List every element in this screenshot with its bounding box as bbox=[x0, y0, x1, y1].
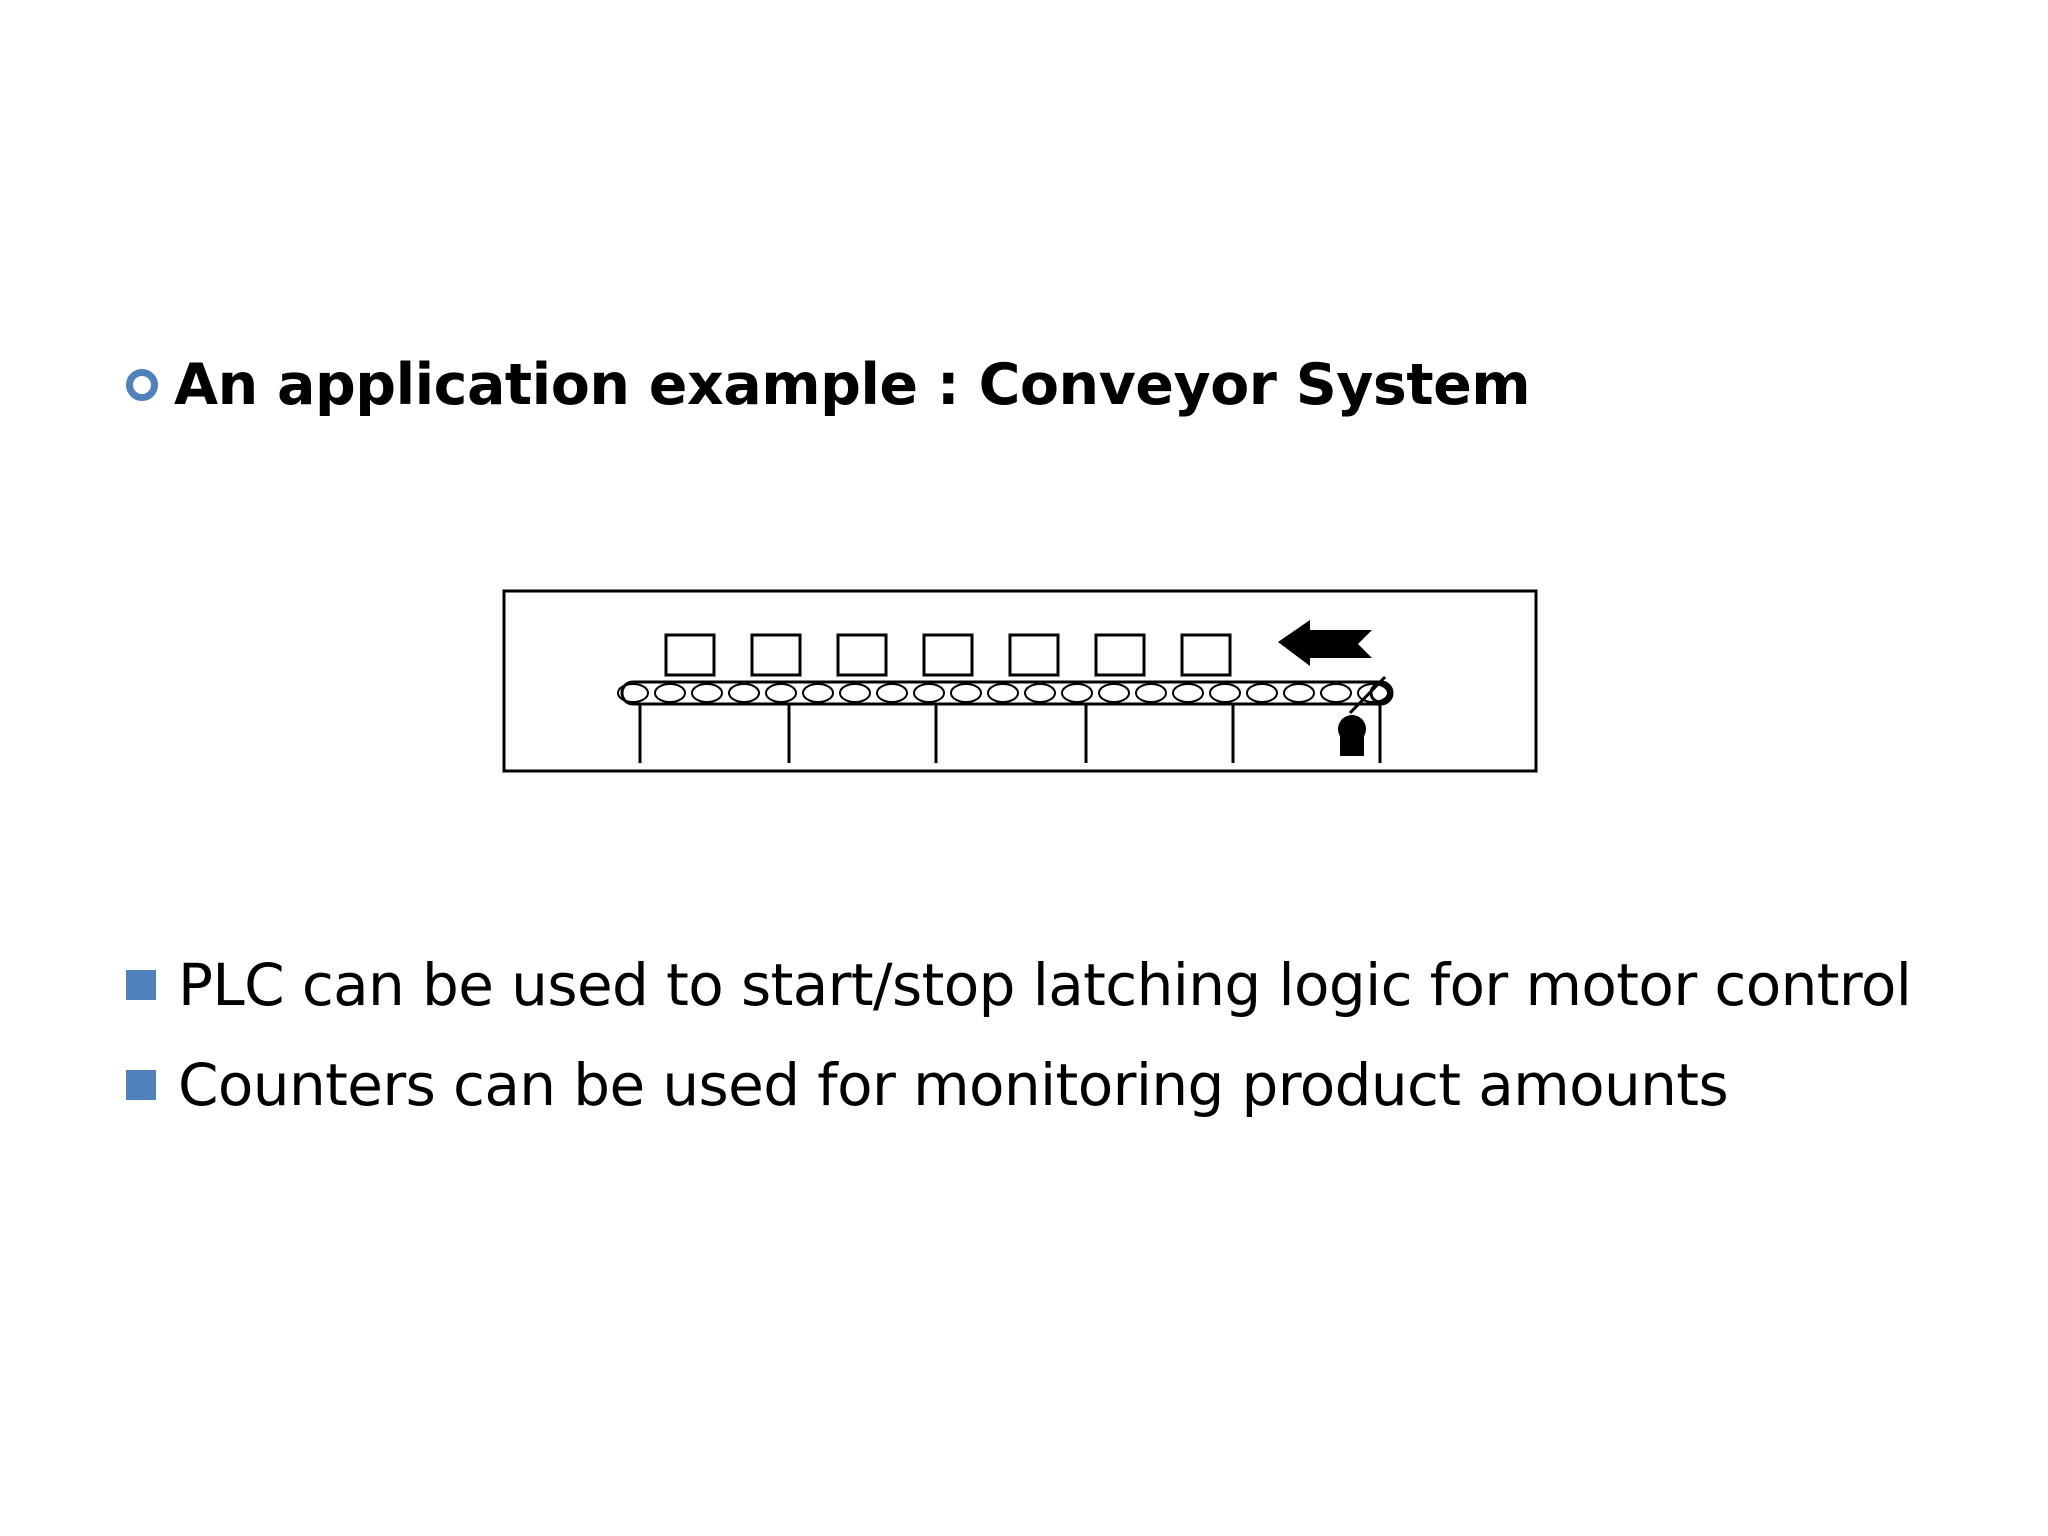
bullet-text: Counters can be used for monitoring prod… bbox=[178, 1051, 1729, 1119]
product-box bbox=[1094, 633, 1146, 677]
product-box bbox=[1008, 633, 1060, 677]
belt-roller bbox=[728, 683, 760, 703]
belt-roller bbox=[1135, 683, 1167, 703]
belt-roller bbox=[1061, 683, 1093, 703]
belt-roller bbox=[950, 683, 982, 703]
belt-roller bbox=[987, 683, 1019, 703]
conveyor-belt bbox=[617, 680, 1394, 706]
belt-roller bbox=[1024, 683, 1056, 703]
diagram-frame bbox=[502, 589, 1538, 773]
belt-roller bbox=[617, 683, 649, 703]
belt-roller bbox=[654, 683, 686, 703]
list-item: Counters can be used for monitoring prod… bbox=[126, 1035, 1911, 1135]
square-bullet-icon bbox=[126, 1070, 156, 1100]
ring-bullet-icon bbox=[126, 369, 158, 401]
boxes bbox=[664, 633, 1232, 677]
motor-icon bbox=[1338, 675, 1387, 756]
belt-roller bbox=[876, 683, 908, 703]
belt-roller bbox=[802, 683, 834, 703]
belt-roller bbox=[765, 683, 797, 703]
direction-arrow-icon bbox=[1278, 620, 1372, 666]
belt-roller bbox=[691, 683, 723, 703]
product-box bbox=[836, 633, 888, 677]
product-box bbox=[750, 633, 802, 677]
product-box bbox=[664, 633, 716, 677]
belt-roller bbox=[1246, 683, 1278, 703]
belt-roller bbox=[1283, 683, 1315, 703]
bullet-list: PLC can be used to start/stop latching l… bbox=[126, 935, 1912, 1135]
belt-roller bbox=[1209, 683, 1241, 703]
conveyor-legs bbox=[638, 704, 1382, 763]
belt-roller bbox=[1172, 683, 1204, 703]
belt-roller bbox=[839, 683, 871, 703]
heading: An application example : Conveyor System bbox=[126, 340, 1531, 430]
belt-roller bbox=[1098, 683, 1130, 703]
product-box bbox=[922, 633, 974, 677]
belt-outline bbox=[620, 680, 1394, 706]
product-box bbox=[1180, 633, 1232, 677]
square-bullet-icon bbox=[126, 970, 156, 1000]
bullet-text: PLC can be used to start/stop latching l… bbox=[178, 951, 1912, 1019]
belt-roller bbox=[913, 683, 945, 703]
list-item: PLC can be used to start/stop latching l… bbox=[126, 935, 1912, 1035]
belt-roller bbox=[1320, 683, 1352, 703]
heading-text: An application example : Conveyor System bbox=[174, 352, 1531, 418]
conveyor-diagram bbox=[500, 587, 1540, 777]
